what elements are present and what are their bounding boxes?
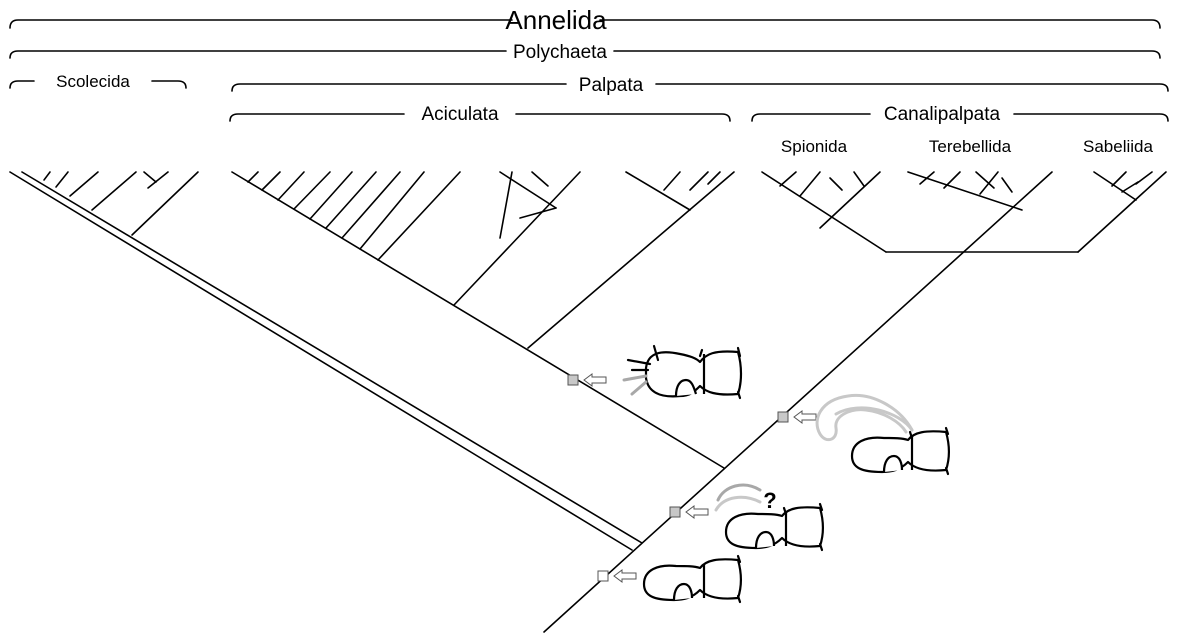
worm-palpata-icon: ? [714,483,825,552]
bracket-annelida: Annelida [9,5,1161,35]
label-terebellida: Terebellida [929,137,1012,156]
marker-square [777,411,789,423]
arrow-left-icon [793,410,817,424]
bracket-polychaeta: Polychaeta [9,42,1161,63]
marker-square-empty [597,570,609,582]
label-palpata: Palpata [579,75,644,96]
bracket-aciculata: Aciculata [229,104,731,125]
tree-trunks [9,171,1053,633]
arrow-left-icon [613,569,637,583]
worm-aciculata-icon [622,344,743,400]
question-mark: ? [763,488,776,513]
label-aciculata: Aciculata [421,104,499,125]
label-polychaeta: Polychaeta [513,42,607,63]
marker-palpata [669,505,709,519]
branches-aciculata [247,171,735,349]
bracket-canalipalpata: Canalipalpata [751,104,1169,125]
arrow-left-icon [685,505,709,519]
branches-canalipalpata [761,171,1167,253]
label-annelida: Annelida [505,5,607,35]
trunk-main [543,171,1053,633]
marker-annelida [597,569,637,583]
label-scolecida: Scolecida [56,72,130,91]
marker-square [669,506,681,518]
trunk-aciculata [231,171,725,469]
marker-square [567,374,579,386]
label-sabeliida: Sabeliida [1083,137,1153,156]
worm-annelida-icon [642,554,743,604]
trunk-scolecida-inner [21,171,643,544]
marker-canalipalpata [777,410,817,424]
label-spionida: Spionida [781,137,848,156]
spionida-stem [761,171,887,253]
branches-scolecida [43,171,199,236]
arrow-left-icon [583,373,607,387]
label-canalipalpata: Canalipalpata [884,104,1001,125]
worm-canalipalpata-icon [815,393,951,476]
trunk-scolecida-outer [9,171,633,551]
marker-aciculata [567,373,607,387]
bracket-scolecida: Scolecida [9,72,187,91]
bracket-palpata: Palpata [231,75,1169,96]
